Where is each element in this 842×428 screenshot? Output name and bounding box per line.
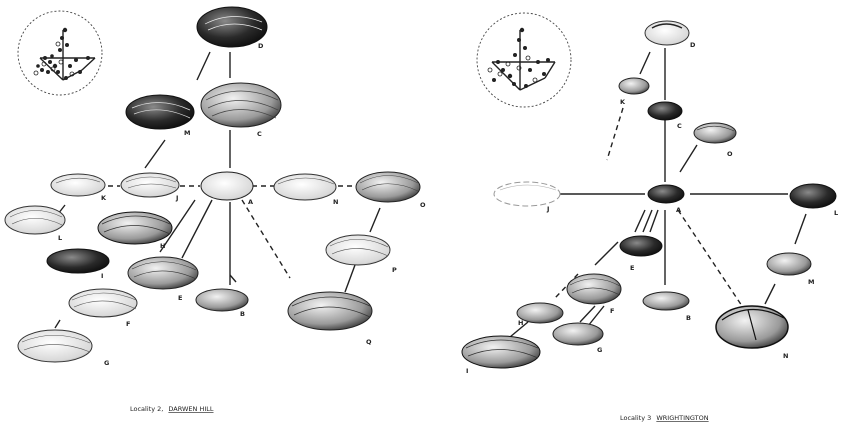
shell-F xyxy=(68,288,138,318)
label-I: I xyxy=(466,367,468,375)
label-B: B xyxy=(240,310,245,318)
label-E: E xyxy=(178,294,182,302)
label-D: D xyxy=(690,41,696,49)
shell-D xyxy=(644,20,690,46)
shell-I xyxy=(461,335,541,369)
shell-N xyxy=(715,305,789,349)
shell-E xyxy=(127,256,199,290)
shell-C xyxy=(200,82,282,128)
shell-M xyxy=(766,252,812,276)
label-F: F xyxy=(610,307,614,315)
connector-lines xyxy=(509,48,807,338)
caption-locality-2: Locality 2, DARWEN HILL xyxy=(130,405,214,413)
shell-G xyxy=(17,329,93,363)
label-K: K xyxy=(620,98,626,106)
label-P: P xyxy=(392,266,397,274)
shell-H xyxy=(516,302,564,324)
shell-O xyxy=(355,171,421,203)
shell-D xyxy=(196,6,268,48)
label-L: L xyxy=(58,234,62,242)
shell-O xyxy=(693,122,737,144)
shell-L xyxy=(789,183,837,209)
label-E: E xyxy=(630,264,634,272)
shell-K xyxy=(618,77,650,95)
shell-I xyxy=(46,248,110,274)
shell-P xyxy=(325,234,391,266)
shell-L xyxy=(4,205,66,235)
caption-locality-3: Locality 3 WRIGHTINGTON xyxy=(620,414,709,422)
label-N: N xyxy=(333,198,338,206)
label-G: G xyxy=(104,359,109,367)
shell-K xyxy=(50,173,106,197)
shell-C xyxy=(647,101,683,121)
shell-labels: D M C K J A N O L H I P E F B Q G xyxy=(58,42,426,367)
shell-N xyxy=(273,173,337,201)
label-K: K xyxy=(101,194,107,202)
shell-J xyxy=(120,172,180,198)
shell-A xyxy=(200,171,254,201)
label-O: O xyxy=(727,150,733,158)
shell-labels: D K C O J A L E M F B H G N I xyxy=(466,41,838,375)
shell-E xyxy=(619,235,663,257)
shell-G xyxy=(552,322,604,346)
inset-scatter-plot xyxy=(17,10,103,96)
label-N: N xyxy=(783,352,788,360)
label-G: G xyxy=(597,346,602,354)
label-Q: Q xyxy=(366,338,372,346)
shell-A xyxy=(647,184,685,204)
label-M: M xyxy=(808,278,814,286)
label-H: H xyxy=(160,242,165,250)
label-A: A xyxy=(248,198,253,206)
label-I: I xyxy=(101,272,103,280)
label-J: J xyxy=(175,194,178,202)
label-M: M xyxy=(184,129,190,137)
inset-scatter-plot xyxy=(476,12,572,108)
label-A: A xyxy=(676,206,681,214)
panel-wrightington: D K C O J A L E M F B H G N I Locality 3… xyxy=(461,12,838,422)
label-B: B xyxy=(686,314,691,322)
label-H: H xyxy=(518,319,523,327)
connector-lines xyxy=(54,51,381,329)
shell-B xyxy=(195,288,249,312)
label-O: O xyxy=(420,201,426,209)
label-L: L xyxy=(834,209,838,217)
label-C: C xyxy=(257,130,262,138)
shell-F xyxy=(566,273,622,305)
shell-B xyxy=(642,291,690,311)
shell-M xyxy=(125,94,195,130)
label-J: J xyxy=(546,205,549,213)
shell-Q xyxy=(287,291,373,331)
label-C: C xyxy=(677,122,682,130)
shell-J xyxy=(493,181,561,207)
label-D: D xyxy=(258,42,264,50)
panel-darwen-hill: D M C K J A N O L H I P E F B Q G Locali… xyxy=(4,6,426,413)
shell-H xyxy=(97,211,173,245)
label-F: F xyxy=(126,320,130,328)
